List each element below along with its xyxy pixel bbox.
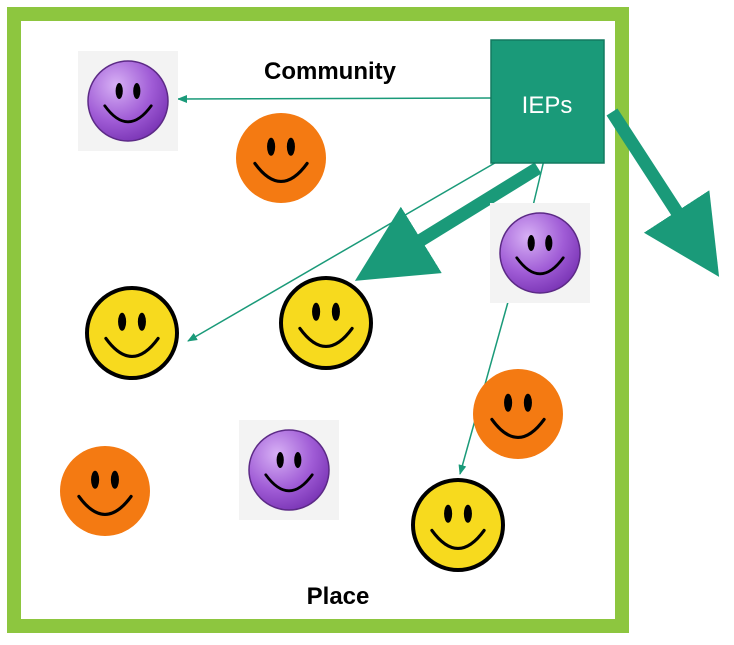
arrow-to-purple-right bbox=[531, 159, 545, 211]
place-label: Place bbox=[307, 583, 370, 610]
purple-smiley-bottom-icon bbox=[239, 420, 339, 520]
yellow-smiley-center-icon bbox=[279, 276, 373, 370]
orange-smiley-top-icon bbox=[236, 113, 326, 203]
community-label: Community bbox=[264, 58, 397, 85]
iep-label: IEPs bbox=[522, 92, 573, 119]
orange-smiley-bottom-left-icon bbox=[60, 446, 150, 536]
purple-smiley-top-left-icon bbox=[78, 51, 178, 151]
purple-smiley-right-icon bbox=[490, 203, 590, 303]
iep-box bbox=[490, 39, 605, 164]
thick-arrow-to-yellow-center bbox=[354, 162, 542, 281]
yellow-smiley-bottom-icon bbox=[411, 478, 505, 572]
orange-smiley-right-icon bbox=[473, 369, 563, 459]
arrow-to-yellow-left bbox=[187, 159, 501, 342]
yellow-smiley-left-icon bbox=[85, 286, 179, 380]
faces-layer bbox=[60, 51, 590, 572]
arrow-to-purple-top-left bbox=[177, 94, 493, 103]
thick-arrow-outward bbox=[606, 108, 720, 277]
